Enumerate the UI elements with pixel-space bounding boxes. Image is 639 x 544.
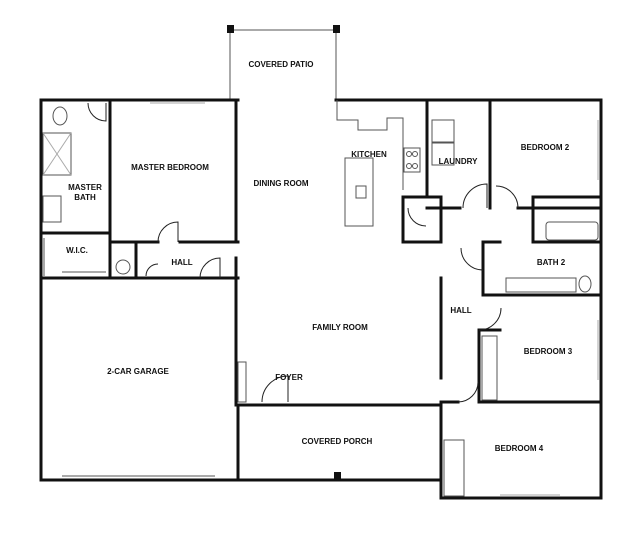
label-hall-right: HALL [450, 306, 471, 315]
label-covered-patio: COVERED PATIO [248, 60, 313, 69]
porch-post [334, 472, 341, 480]
room-labels: COVERED PATIO MASTER BEDROOM DINING ROOM… [66, 60, 573, 453]
toilet-icon [52, 106, 68, 126]
vanity-icon [42, 195, 62, 223]
label-master-bath-line2: BATH [74, 193, 96, 202]
door-bedroom4 [457, 381, 479, 403]
bath2-vanity-icon [505, 277, 577, 293]
bathtub-icon [545, 221, 599, 241]
label-bedroom-2: BEDROOM 2 [521, 143, 570, 152]
door-foyer [261, 375, 289, 403]
kitchen-sink-icon [355, 185, 367, 199]
bath2-toilet-icon [578, 275, 592, 293]
kitchen-island-icon [344, 157, 374, 227]
label-master-bedroom: MASTER BEDROOM [131, 163, 209, 172]
door-pantry [407, 207, 427, 227]
label-family-room: FAMILY ROOM [312, 323, 368, 332]
covered-patio [227, 25, 340, 100]
door-laundry [462, 183, 488, 209]
door-bedroom3 [478, 307, 502, 331]
patio-post-right [333, 25, 340, 33]
shower-icon [42, 132, 72, 176]
label-garage: 2-CAR GARAGE [107, 367, 169, 376]
label-dining-room: DINING ROOM [253, 179, 308, 188]
label-hall-left: HALL [171, 258, 192, 267]
label-covered-porch: COVERED PORCH [302, 437, 373, 446]
closet-bedroom4 [443, 439, 465, 497]
closet-foyer [237, 361, 247, 403]
interior-walls [39, 98, 603, 482]
door-bath2 [460, 247, 484, 271]
door-master-bedroom [157, 221, 179, 243]
label-bedroom-3: BEDROOM 3 [524, 347, 573, 356]
closet-bedroom3 [481, 335, 498, 401]
label-bedroom-4: BEDROOM 4 [495, 444, 544, 453]
patio-post-left [227, 25, 234, 33]
label-master-bath-line1: MASTER [68, 183, 102, 192]
door-master-bath [87, 102, 107, 122]
door-bedroom2 [495, 185, 519, 209]
label-foyer: FOYER [275, 373, 303, 382]
label-laundry: LAUNDRY [439, 157, 478, 166]
label-wic: W.I.C. [66, 246, 88, 255]
dryer-icon [431, 142, 455, 166]
fixtures [42, 100, 599, 497]
door-hall-left [199, 257, 221, 279]
door-wic [145, 263, 159, 277]
exterior-walls [39, 98, 603, 500]
doors [87, 102, 519, 403]
water-heater-icon [115, 259, 131, 275]
washer-icon [431, 119, 455, 143]
stove-icon [403, 147, 421, 173]
label-bath-2: BATH 2 [537, 258, 566, 267]
label-kitchen: KITCHEN [351, 150, 387, 159]
